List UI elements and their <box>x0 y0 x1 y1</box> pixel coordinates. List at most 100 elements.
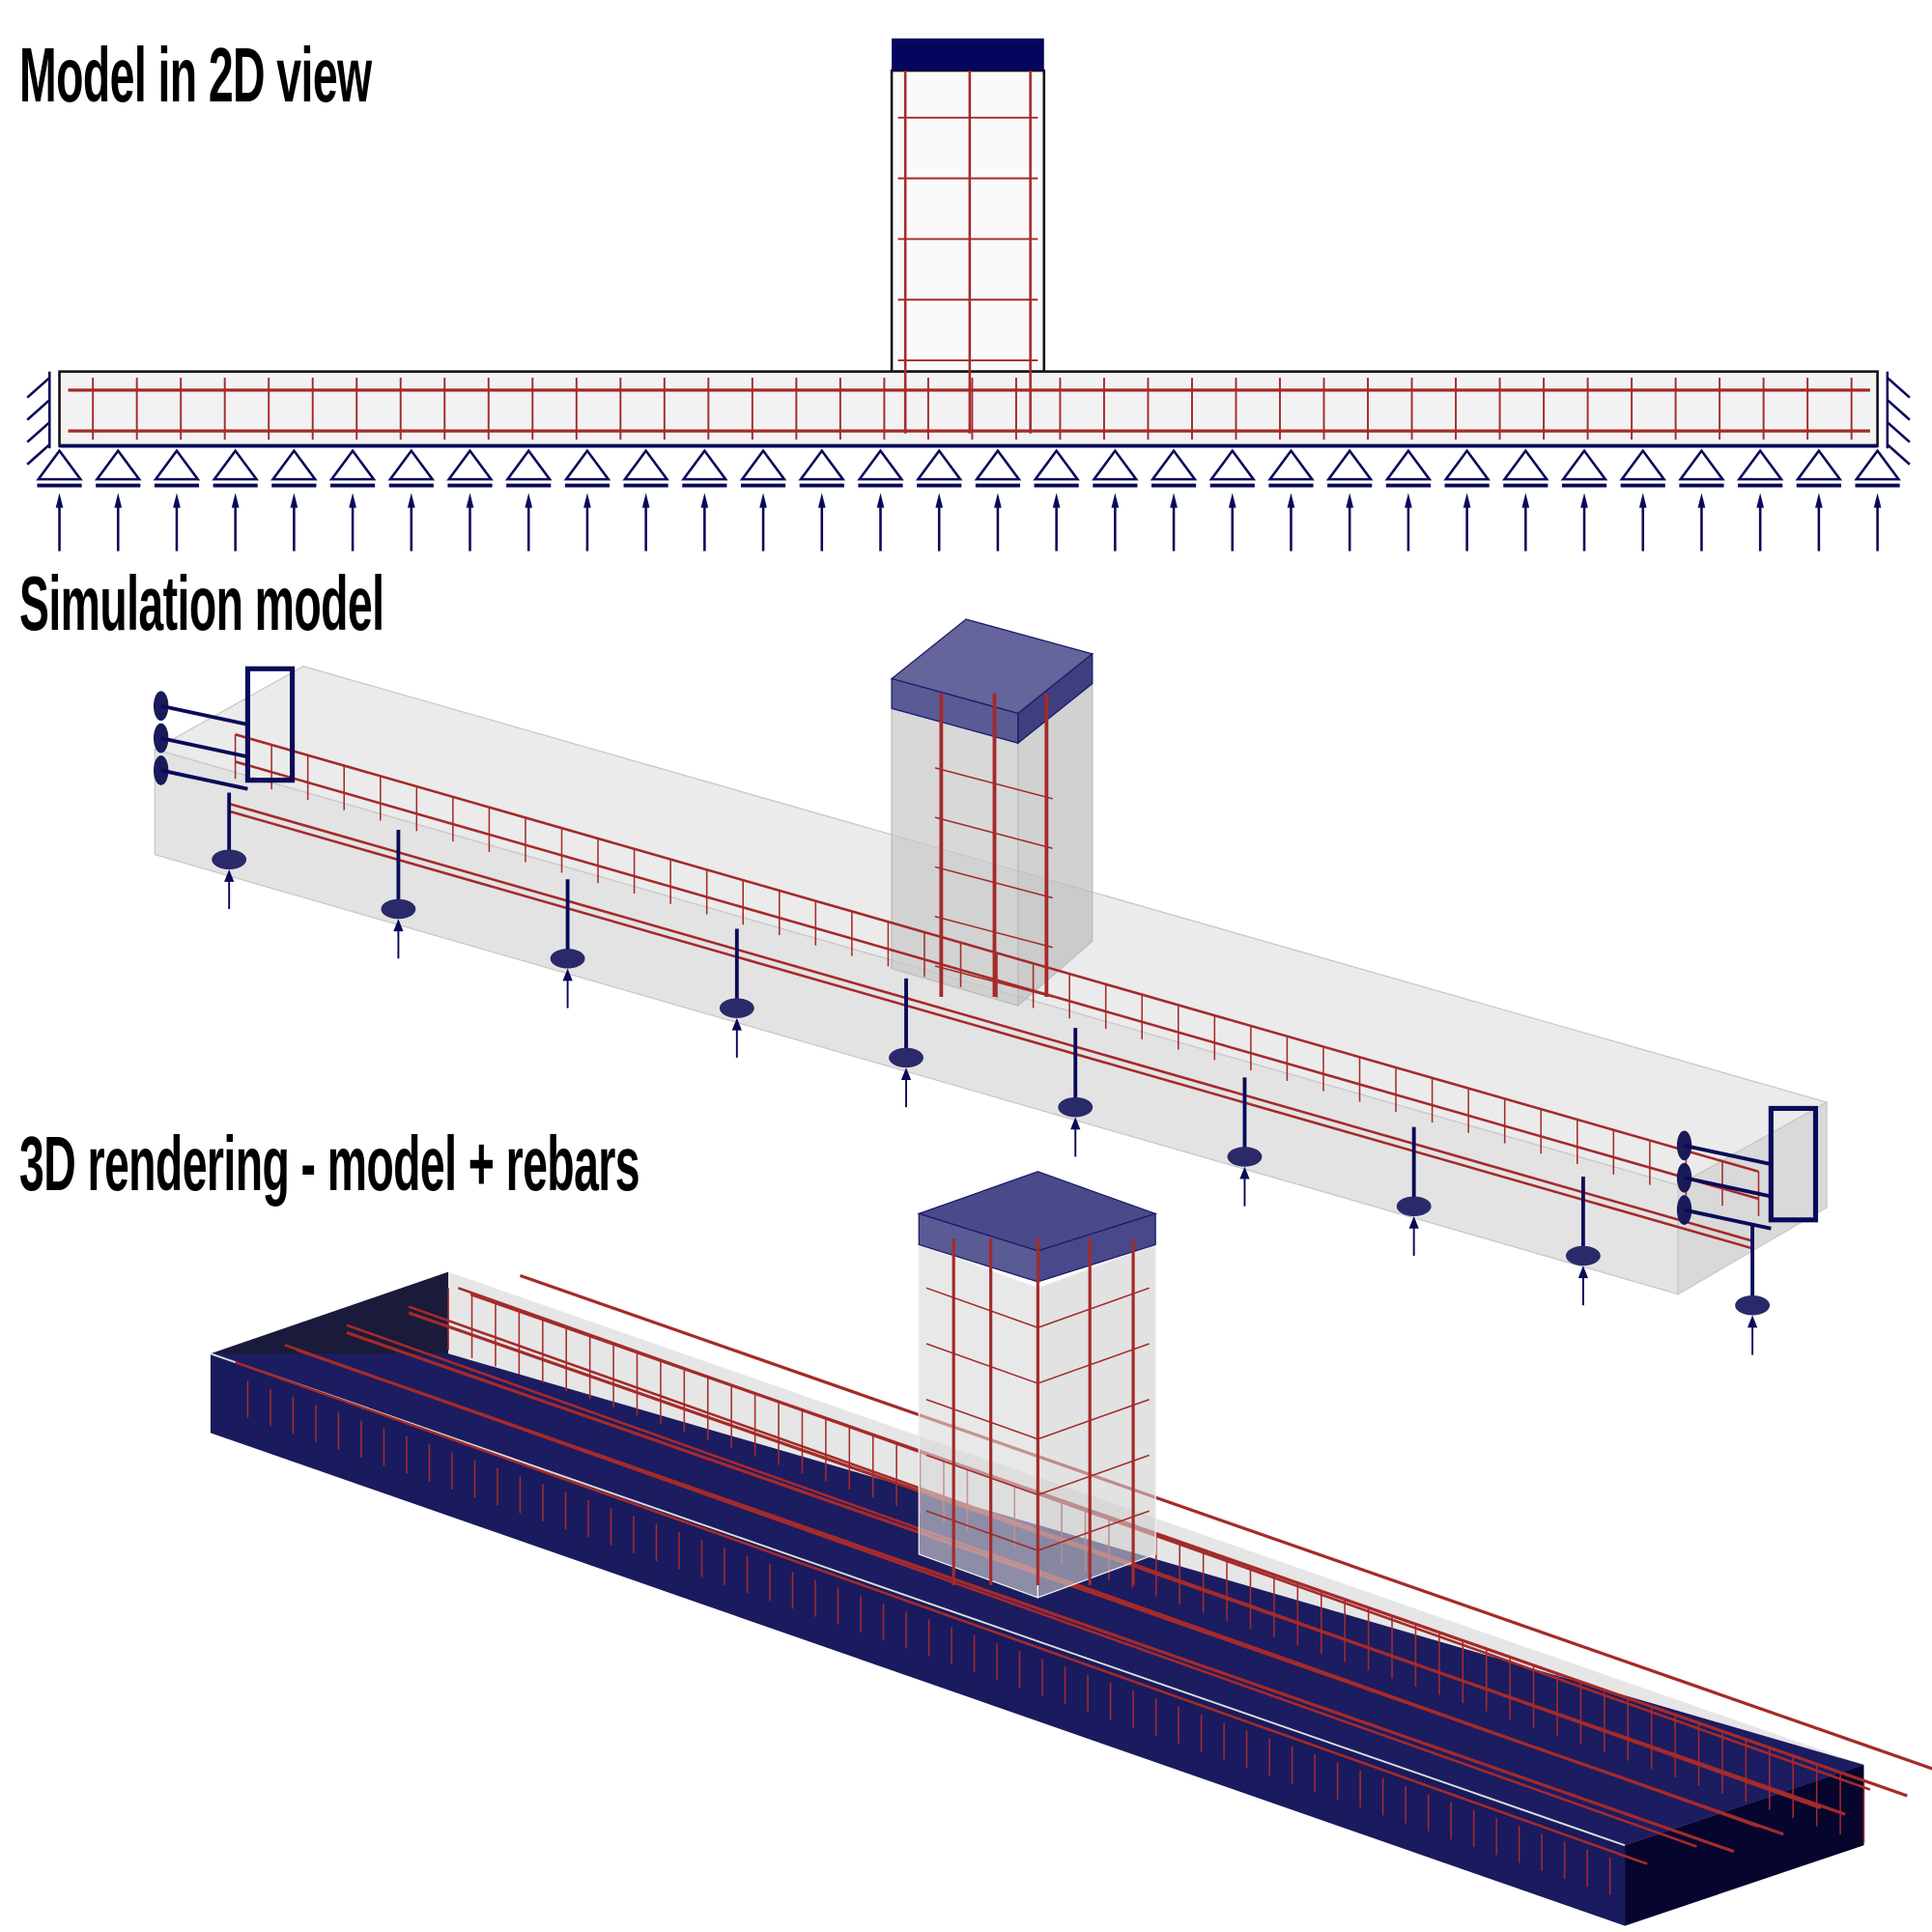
load-arrow-head <box>1815 493 1823 508</box>
load-arrow-head <box>641 493 650 508</box>
fixed-support-hatch-icon <box>1886 377 1911 399</box>
model-2d-view <box>26 38 1911 552</box>
pin-support-icon <box>1854 448 1901 481</box>
pin-support-icon <box>1325 448 1374 481</box>
pin-support-icon <box>1560 448 1608 481</box>
sim-end-support-link <box>160 736 248 759</box>
load-arrow-head <box>114 493 123 508</box>
pin-support-icon <box>915 448 963 481</box>
sim-column-tie <box>934 915 1053 949</box>
load-arrow-head <box>817 493 826 508</box>
sim-arrow-head <box>1070 1117 1081 1130</box>
pin-support-icon <box>798 448 846 481</box>
fixed-support-hatch-icon <box>26 377 51 399</box>
render-column-tie <box>925 1398 1038 1440</box>
render-bottom-face <box>210 1353 1864 1846</box>
sim-end-support-link <box>160 703 248 726</box>
load-arrow-head <box>1638 493 1647 508</box>
sim-end-support-link <box>1684 1144 1772 1167</box>
sim-arrow-head <box>900 1067 912 1080</box>
sim-column-tie <box>934 816 1053 849</box>
load-arrow-head <box>1287 493 1295 508</box>
column-2d <box>890 69 1046 373</box>
sim-end-support-frame <box>244 666 296 783</box>
pin-support-icon <box>94 448 142 481</box>
pin-support-icon <box>1150 448 1198 481</box>
pin-support-icon <box>1619 448 1667 481</box>
pin-support-icon <box>1033 448 1080 481</box>
sim-column-tie <box>934 767 1053 800</box>
render-column-tie <box>1037 1287 1151 1329</box>
load-arrow-head <box>1580 493 1588 508</box>
load-arrow-head <box>466 493 474 508</box>
load-arrow-head <box>231 493 240 508</box>
pin-support-icon <box>1736 448 1784 481</box>
fixed-support-hatch-icon <box>1886 399 1911 421</box>
render-column-rebars <box>925 1238 1151 1586</box>
pin-support-icon <box>1678 448 1725 481</box>
load-arrow-head <box>349 493 356 508</box>
load-arrow-head <box>1346 493 1354 508</box>
load-arrow-head <box>1756 493 1765 508</box>
pin-support-icon <box>739 448 787 481</box>
sim-rebars <box>228 693 1760 1250</box>
sim-support-disc-icon <box>550 949 585 969</box>
fixed-support-hatch-icon <box>26 399 51 421</box>
section-title-3d-rendering: 3D rendering - model + rebars <box>19 1121 640 1207</box>
render-rebar-longitudinal <box>284 1344 1697 1848</box>
render-column-tie <box>925 1343 1038 1384</box>
pin-support-icon <box>446 448 494 481</box>
render-edge <box>210 1352 1626 1847</box>
pin-support-icon <box>504 448 553 481</box>
pin-support-icon <box>387 448 436 481</box>
pin-support-icon <box>1092 448 1139 481</box>
load-arrow-head <box>1228 493 1236 508</box>
pin-support-icon <box>328 448 377 481</box>
render-column-tie <box>925 1454 1038 1496</box>
pin-support-icon <box>1208 448 1257 481</box>
sim-support-disc-icon <box>1735 1295 1771 1316</box>
sim-arrow-head <box>393 919 404 932</box>
sim-load-plate-side <box>1017 652 1094 745</box>
sim-rebar-longitudinal <box>228 810 1753 1250</box>
sim-support-disc-icon <box>1396 1196 1432 1216</box>
sim-arrow-head <box>731 1017 742 1031</box>
pin-support-icon <box>1384 448 1433 481</box>
load-arrow-head <box>1405 493 1412 508</box>
pin-support-icon <box>857 448 904 481</box>
pin-support-icon <box>563 448 611 481</box>
load-arrow-head <box>935 493 944 508</box>
fixed-supports-2d <box>26 371 1911 466</box>
sim-support-disc-icon <box>719 998 754 1018</box>
sim-end-support-link <box>1684 1176 1772 1199</box>
load-arrow-head <box>525 493 533 508</box>
render-column-tie <box>1037 1343 1151 1384</box>
section-title-2d-view: Model in 2D view <box>19 32 372 118</box>
load-arrow-head <box>994 493 1002 508</box>
sim-column-tie <box>934 965 1053 998</box>
render-column-tie <box>1037 1454 1151 1496</box>
pin-support-icon <box>212 448 260 481</box>
sim-support-disc-icon <box>1058 1096 1094 1118</box>
render-front-face <box>210 1353 1626 1926</box>
pin-support-icon <box>974 448 1022 481</box>
render-column-tie <box>1037 1398 1151 1440</box>
load-arrow-head <box>1111 493 1120 508</box>
pin-support-icon <box>1795 448 1843 481</box>
sim-support-disc-icon <box>381 898 416 920</box>
fixed-support-hatch-icon <box>26 443 51 466</box>
load-arrow-head <box>700 493 709 508</box>
sim-arrow-head <box>1239 1166 1250 1179</box>
sim-support-disc-icon <box>1565 1245 1601 1266</box>
load-arrow-head <box>876 493 885 508</box>
pin-support-icon <box>681 448 728 481</box>
sim-end-support-link <box>1684 1208 1772 1231</box>
sim-rebar-longitudinal <box>228 802 1753 1242</box>
sim-arrow-head <box>1577 1265 1589 1279</box>
fixed-support-hatch-icon <box>26 421 51 443</box>
load-arrow-head <box>1463 493 1471 508</box>
pin-support-icon <box>1443 448 1491 481</box>
sim-column-tie <box>934 866 1053 899</box>
render-column-tie <box>925 1510 1038 1551</box>
load-arrow-head <box>1873 493 1882 508</box>
